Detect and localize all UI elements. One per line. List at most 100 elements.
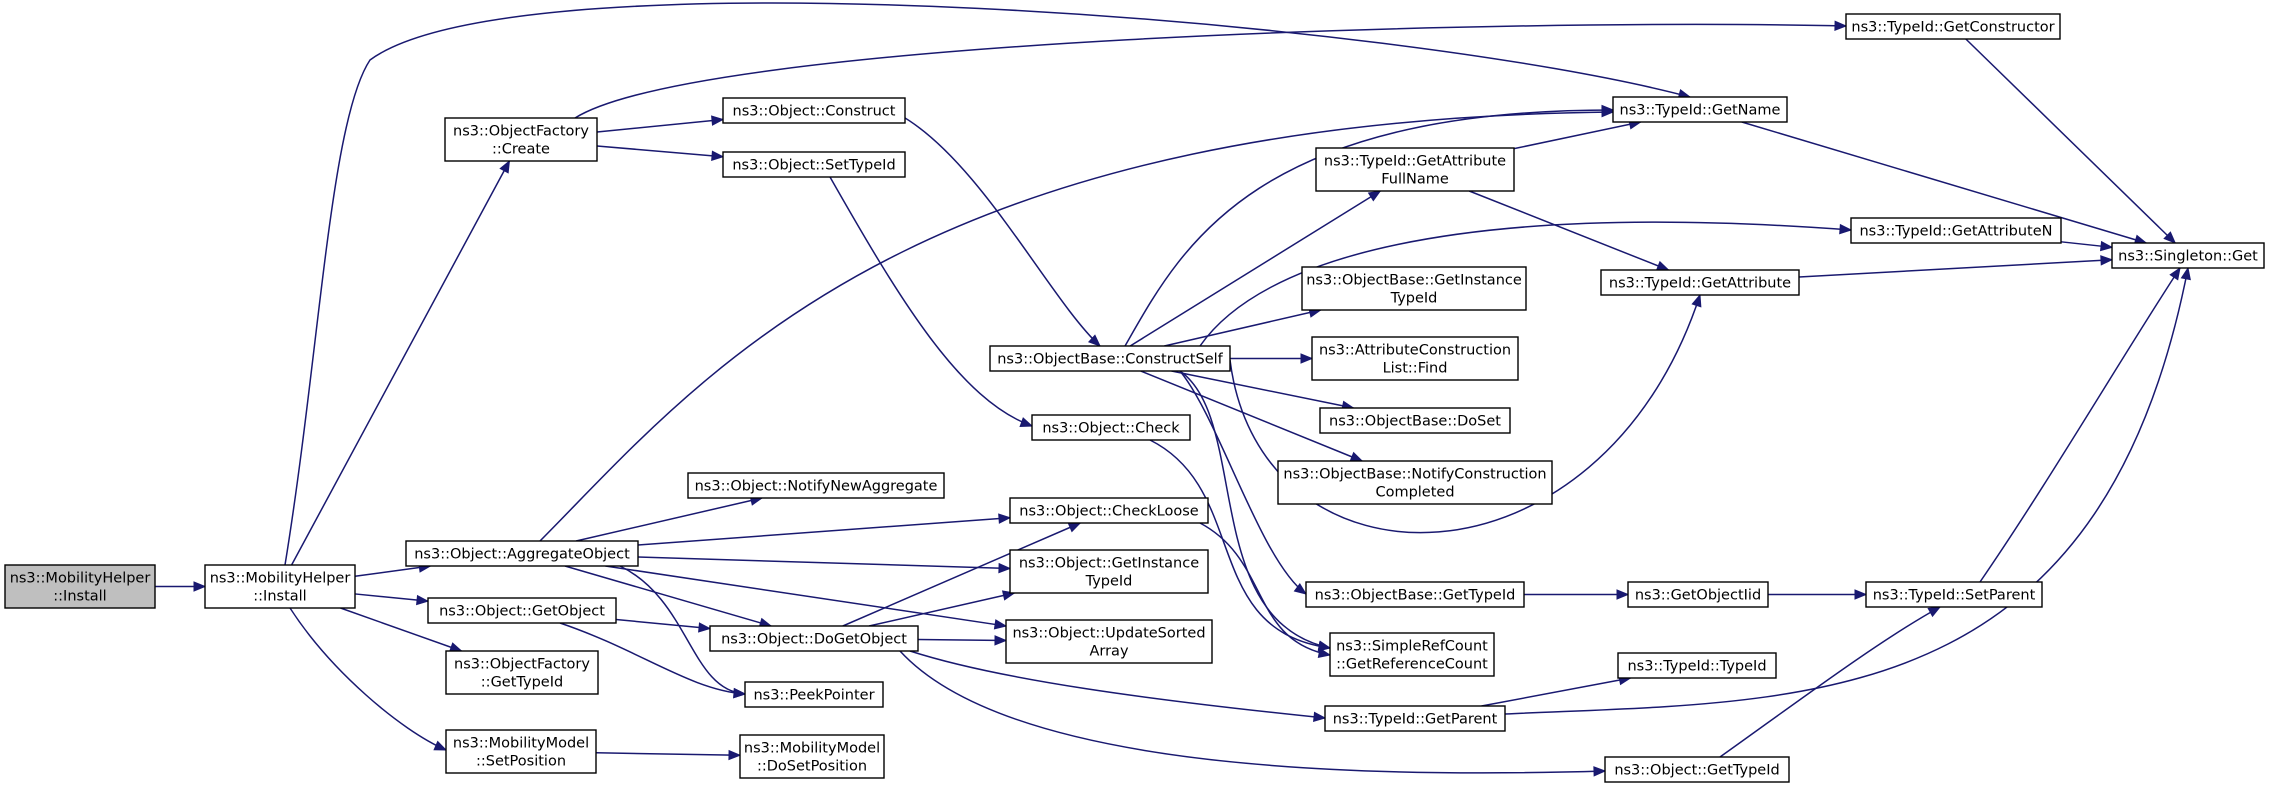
graph-node[interactable]: ns3::ObjectBase::ConstructSelf (989, 345, 1231, 372)
edge-n8-n6 (1513, 119, 1642, 150)
node-label: TypeId (1390, 291, 1438, 307)
node-label: ns3::Object::Check (1042, 421, 1180, 437)
arrowhead-icon (433, 740, 448, 751)
edge-line (1513, 121, 1641, 150)
graph-node[interactable]: ns3::TypeId::GetParent (1324, 705, 1506, 732)
arrowhead-icon (1927, 606, 1942, 618)
node-label: ns3::Object::GetInstance (1019, 556, 1199, 572)
graph-node[interactable]: ns3::Object::CheckLoose (1009, 497, 1209, 524)
node-box (445, 650, 599, 695)
node-box (722, 97, 906, 124)
arrowhead-icon (1367, 190, 1382, 202)
edge-n19-n25 (564, 565, 773, 628)
arrowhead-icon (499, 159, 511, 174)
node-box (427, 597, 617, 624)
node-label: ns3::ObjectBase::DoSet (1329, 414, 1501, 430)
node-label: ns3::TypeId::GetName (1620, 103, 1781, 119)
node-box (1009, 497, 1209, 524)
edge-n19-n17 (575, 495, 764, 542)
arrowhead-icon (733, 687, 747, 699)
node-box (405, 540, 639, 567)
graph-node[interactable]: ns3::PeekPointer (744, 681, 884, 708)
graph-node[interactable]: ns3::Object::SetTypeId (722, 151, 906, 178)
edge-line (289, 607, 447, 751)
edge-n24-n29 (559, 622, 747, 699)
graph-node[interactable]: ns3::ObjectFactory::Create (444, 117, 598, 162)
node-box (204, 564, 356, 609)
node-label: ns3::MobilityHelper (10, 571, 151, 587)
graph-node[interactable]: ns3::Singleton::Get (2111, 242, 2265, 269)
edge-line (596, 118, 724, 133)
node-label: ns3::ObjectBase::NotifyConstruction (1283, 467, 1546, 483)
edge-n31-n30 (1481, 674, 1632, 707)
graph-node[interactable]: ns3::GetObjectIid (1627, 581, 1769, 608)
edge-n19-n26 (605, 565, 1008, 630)
edge-line (1179, 370, 1331, 649)
edge-n19-n18 (637, 513, 1012, 546)
graph-node[interactable]: ns3::Object::GetTypeId (1604, 756, 1790, 783)
edge-line (354, 593, 429, 602)
edge-line (899, 114, 1101, 347)
node-box (709, 625, 919, 652)
node-box (1329, 632, 1495, 677)
graph-node[interactable]: ns3::Object::GetObject (427, 597, 617, 624)
graph-node[interactable]: ns3::ObjectBase::NotifyConstructionCompl… (1277, 460, 1553, 505)
node-label: ns3::PeekPointer (753, 688, 874, 704)
arrowhead-icon (998, 562, 1012, 574)
graph-node[interactable]: ns3::TypeId::TypeId (1617, 652, 1777, 679)
graph-node[interactable]: ns3::ObjectFactory::GetTypeId (445, 650, 599, 695)
arrowhead-icon (2163, 231, 2177, 244)
edge-n1-n24 (354, 593, 430, 606)
graph-node[interactable]: ns3::TypeId::GetAttributeN (1850, 217, 2062, 244)
edge-line (290, 160, 511, 566)
edge-line (1164, 309, 1321, 347)
arrowhead-icon (994, 635, 1008, 646)
graph-node[interactable]: ns3::Object::Check (1031, 414, 1191, 441)
graph-node[interactable]: ns3::TypeId::GetName (1612, 96, 1788, 123)
graph-node[interactable]: ns3::TypeId::SetParent (1865, 581, 2043, 608)
arrowhead-icon (998, 513, 1012, 524)
graph-node[interactable]: ns3::TypeId::GetAttribute (1600, 269, 1800, 296)
node-box (1627, 581, 1769, 608)
node-box (444, 117, 598, 162)
graph-node[interactable]: ns3::ObjectBase::GetTypeId (1305, 581, 1525, 608)
node-label: ::Install (53, 589, 106, 605)
node-box (1009, 549, 1209, 594)
graph-node[interactable]: ns3::MobilityModel::DoSetPosition (739, 734, 885, 779)
node-label: ns3::MobilityModel (744, 741, 880, 757)
graph-node[interactable]: ns3::MobilityHelper::Install (204, 564, 356, 609)
graph-node[interactable]: ns3::Object::AggregateObject (405, 540, 639, 567)
graph-node[interactable]: ns3::ObjectBase::DoSet (1319, 407, 1511, 434)
node-label: List::Find (1383, 361, 1448, 377)
node-label: ns3::Object::CheckLoose (1019, 504, 1198, 520)
node-label: ns3::MobilityHelper (210, 571, 351, 587)
edge-line (1124, 109, 1614, 347)
edge-n19-n6 (539, 106, 1615, 542)
edge-n25-n26 (917, 635, 1008, 646)
edge-line (1468, 190, 1669, 271)
node-label: ns3::TypeId::TypeId (1627, 659, 1766, 675)
graph-node[interactable]: ns3::Object::DoGetObject (709, 625, 919, 652)
node-box (722, 151, 906, 178)
node-label: ns3::TypeId::GetAttributeN (1859, 224, 2052, 240)
graph-node[interactable]: ns3::TypeId::GetConstructor (1845, 13, 2061, 40)
graph-node[interactable]: ns3::Object::NotifyNewAggregate (687, 472, 945, 499)
arrowhead-icon (1616, 589, 1630, 600)
arrowhead-icon (711, 150, 725, 161)
root-node: ns3::MobilityHelper::Install (4, 564, 156, 609)
edge-n18-n27 (1199, 522, 1332, 659)
graph-node[interactable]: ns3::MobilityModel::SetPosition (445, 729, 597, 774)
node-label: ns3::ObjectBase::GetInstance (1306, 273, 1522, 289)
arrowhead-icon (1834, 20, 1848, 31)
edge-n1-n32 (289, 607, 448, 751)
node-label: ns3::Singleton::Get (2118, 249, 2258, 265)
arrowhead-icon (1854, 589, 1868, 600)
node-label: ns3::Object::AggregateObject (414, 547, 630, 563)
graph-node[interactable]: ns3::SimpleRefCount::GetReferenceCount (1329, 632, 1495, 677)
graph-node[interactable]: ns3::Object::Construct (722, 97, 906, 124)
